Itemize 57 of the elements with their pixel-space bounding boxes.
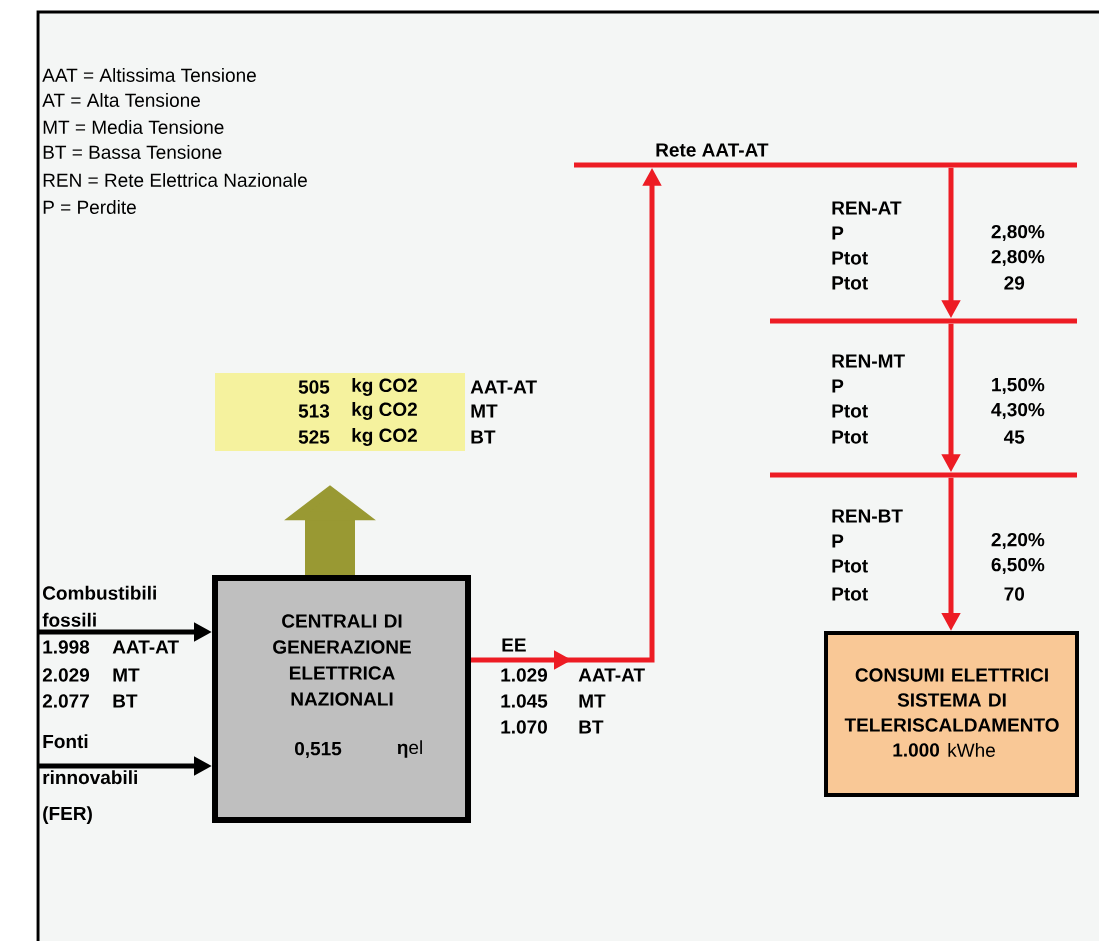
abbreviation-note: MT = Media Tensione: [43, 120, 224, 134]
abbreviation-note: P = Perdite: [43, 200, 136, 214]
value-label: 1.045: [501, 694, 548, 708]
value-label: REN-BT: [832, 509, 903, 523]
value-label: P: [832, 379, 844, 393]
value-label: 2,80%: [991, 249, 1045, 267]
value-label: 2.029: [42, 668, 90, 682]
value-label: REN-AT: [832, 201, 902, 215]
abbreviation-note: REN = Rete Elettrica Nazionale: [43, 173, 307, 187]
value-label: 2.077: [42, 694, 89, 708]
value-label: Ptot: [832, 251, 868, 265]
abbreviation-note: AAT = Altissima Tensione: [42, 68, 256, 82]
voltage-label: BT: [471, 430, 496, 444]
value-label: 45: [1003, 430, 1025, 444]
value-label: 1.070: [501, 720, 547, 734]
value-label: 70: [1004, 587, 1025, 601]
abbreviation-note: AT = Alta Tensione: [42, 93, 200, 107]
value-label: BT: [113, 694, 138, 708]
voltage-label: MT: [471, 404, 498, 418]
edge-label: EE: [500, 637, 528, 653]
value-label: MT: [113, 668, 140, 682]
value-label: Ptot: [832, 404, 868, 418]
input-label: Combustibili fossili: [42, 585, 156, 627]
value-label: REN-MT: [832, 354, 905, 368]
value-label: Ptot: [832, 276, 868, 290]
value-label: 6,50%: [991, 557, 1045, 575]
bus-label: Rete AAT-AT: [656, 143, 769, 157]
value-label: 4,30%: [991, 402, 1045, 420]
value-label: 1,50%: [992, 377, 1045, 395]
input-label: Fonti rinnovabili (FER): [43, 734, 137, 824]
value-label: AAT-AT: [578, 668, 645, 682]
consumer-box: CONSUMI ELETTRICI SISTEMA DI TELERISCALDAMENTO 1.000 kWhe: [824, 631, 1079, 797]
bus-bar: [770, 472, 1077, 478]
value-label: P: [832, 226, 844, 240]
value-label: 1.998: [43, 640, 90, 654]
bus-bar: [770, 318, 1077, 324]
node-label: 513: [298, 404, 330, 418]
node-label: 525: [298, 430, 330, 444]
value-label: P: [832, 534, 844, 548]
value-label: Ptot: [832, 587, 868, 601]
node-label: 505: [298, 380, 330, 394]
value-label: BT: [579, 720, 604, 734]
value-label: MT: [579, 694, 606, 708]
node-label: kg CO2: [352, 378, 417, 396]
value-label: 2,80%: [991, 224, 1045, 242]
value-label: 2,20%: [991, 532, 1045, 550]
value-label: 29: [1004, 276, 1025, 290]
abbreviation-note: BT = Bassa Tensione: [43, 145, 222, 159]
value-label: Ptot: [832, 430, 868, 444]
value-label: 1.029: [501, 668, 548, 682]
node-label: kg CO2: [352, 402, 417, 420]
value-label: AAT-AT: [112, 640, 179, 654]
emission-band: 505 kg CO2 513 kg CO2 525 kg CO2: [215, 373, 465, 451]
value-label: Ptot: [832, 559, 868, 573]
node-label: kg CO2: [352, 428, 417, 446]
process-box: CENTRALI DI GENERAZIONE ELETTRICA NAZIONALI 0,515 ηel: [212, 575, 471, 823]
voltage-label: AAT-AT: [470, 380, 537, 394]
